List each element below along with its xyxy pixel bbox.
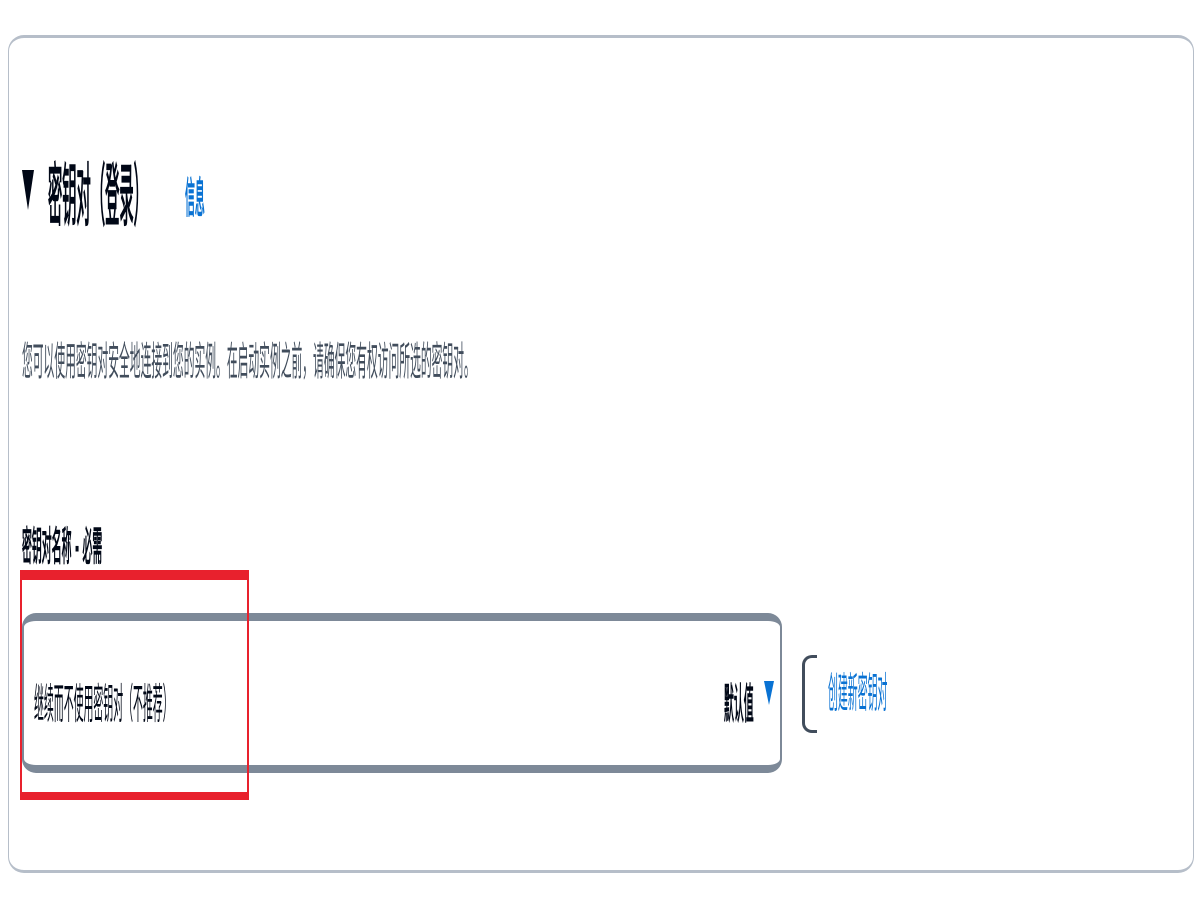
section-description: 您可以使用密钥对安全地连接到您的实例。在启动实例之前，请确保您有权访问所选的密钥… [22, 340, 475, 386]
chevron-down-icon [764, 681, 774, 705]
selected-option: 继续而不使用密钥对（不推荐） [34, 682, 173, 730]
info-link[interactable]: 信息 [185, 176, 205, 224]
caret-down-icon[interactable] [22, 170, 34, 210]
key-pair-panel [8, 35, 1194, 873]
key-pair-select[interactable]: 继续而不使用密钥对（不推荐） 默认值 [22, 613, 782, 773]
default-tag: 默认值 [724, 682, 754, 730]
highlight-box [20, 570, 249, 800]
refresh-icon[interactable] [802, 655, 817, 733]
create-key-pair-link[interactable]: 创建新密钥对 [828, 671, 888, 719]
key-pair-name-label: 密钥对名称 - 必需 [22, 525, 103, 571]
section-title: 密钥对（登录） [48, 157, 148, 237]
section-header[interactable]: 密钥对（登录） [22, 150, 286, 237]
